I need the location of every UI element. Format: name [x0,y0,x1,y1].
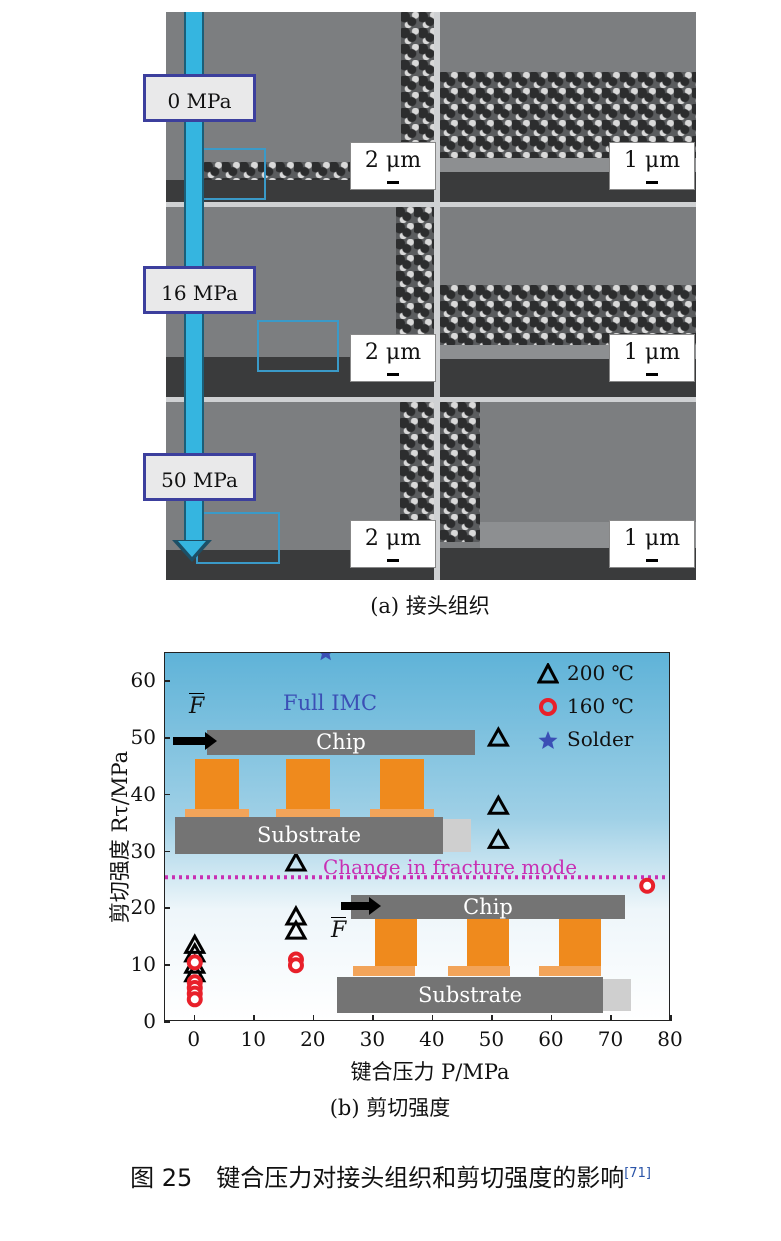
x-tick-label: 80 [657,1027,683,1051]
x-tick-label: 10 [240,1027,266,1051]
y-tick-label: 60 [130,668,156,693]
data-point-triangle [486,726,510,747]
force-label-bottom: F [331,917,347,943]
legend: 200 ℃ 160 ℃ Solder [537,657,667,756]
schematic-bottom-pillar-1 [375,919,417,966]
x-axis-label: 键合压力 P/MPa [350,1060,510,1084]
plot-svg [165,653,669,1008]
schematic-bottom-pad-1 [353,966,415,976]
figure-caption: 图 25 键合压力对接头组织和剪切强度的影响[71] [130,1164,651,1192]
force-arrow-top-head [205,732,217,750]
legend-label-200: 200 ℃ [567,661,634,685]
data-point-triangle [284,850,308,872]
data-point-triangle [284,919,308,940]
pressure-label-0mpa: 0 MPa [143,74,256,122]
data-point-triangle [486,794,510,815]
zoom-region-box-16mpa [257,320,339,372]
schematic-top-pillar-1 [195,759,239,809]
force-label-top: F [189,693,205,719]
pressure-label-16mpa: 16 MPa [143,266,256,314]
schematic-top-pillar-2 [286,759,330,809]
schematic-top-pad-1 [185,809,249,817]
legend-star-icon [538,731,558,749]
data-point-circle [287,957,304,974]
data-point-circle [186,991,203,1008]
legend-circle-icon [539,698,557,716]
y-axis-label: 剪切强度 Rτ/MPa [108,750,132,924]
force-arrow-top-icon [173,737,207,745]
full-imc-label: Full IMC [283,691,378,715]
scale-bar-row2-left: 2 μm [350,520,436,568]
x-tick-label: 30 [359,1027,386,1051]
fracture-mode-label: Change in fracture mode [323,855,578,879]
force-arrow-bottom-icon [341,902,371,910]
shear-strength-plot-area: Chip Substrate Chip Substrate F F Full I… [164,652,670,1021]
y-tick-label: 10 [130,952,156,977]
schematic-top-pillar-3 [380,759,424,809]
panel-b-caption: (b) 剪切强度 [329,1096,451,1120]
schematic-bottom-pad-2 [448,966,510,976]
schematic-bottom-pad-3 [539,966,601,976]
x-tick-label: 20 [300,1027,326,1051]
schematic-top-substrate: Substrate [175,817,443,854]
scale-bar-row2-right: 1 μm [609,520,695,568]
legend-label-solder: Solder [567,727,634,751]
scale-bar-row0-left: 2 μm [350,142,436,190]
schematic-top-pad-3 [370,809,434,817]
x-tick-label: 50 [478,1027,505,1051]
scale-bar-row1-left: 2 μm [350,334,436,382]
force-arrow-bottom-head [369,897,381,915]
schematic-top-chip: Chip [207,730,475,755]
legend-label-160: 160 ℃ [567,694,634,718]
schematic-top-pad-2 [276,809,340,817]
schematic-bottom-substrate: Substrate [337,977,603,1013]
schematic-bottom-substrate-end [603,979,631,1011]
data-point-star [320,653,331,661]
sem-micrograph-grid: 2 μm 1 μm 2 μm 1 μm 2 μm 1 μm [166,12,696,580]
x-tick-label: 0 [187,1027,201,1051]
x-tick-mark [670,1015,672,1021]
schematic-bottom-pillar-3 [559,919,601,966]
x-tick-label: 60 [538,1027,564,1051]
data-point-triangle [486,828,510,849]
figure-ref: [71] [624,1166,651,1181]
schematic-top-substrate-end [443,819,471,852]
data-point-circle [186,954,203,971]
y-tick-mark [164,1021,170,1023]
data-point-triangle [183,933,207,954]
data-point-circle [639,877,656,894]
panel-a-caption: (a) 接头组织 [370,594,490,618]
legend-triangle-icon [537,663,559,684]
scale-bar-row1-right: 1 μm [609,334,695,382]
pressure-arrow-head-fill [178,541,206,557]
scale-bar-row0-right: 1 μm [609,142,695,190]
pressure-label-50mpa: 50 MPa [143,453,256,501]
schematic-bottom-chip: Chip [351,895,625,919]
x-tick-label: 70 [597,1027,624,1051]
y-tick-label: 0 [143,1009,156,1033]
schematic-bottom-pillar-2 [467,919,509,966]
x-tick-label: 40 [419,1027,445,1051]
